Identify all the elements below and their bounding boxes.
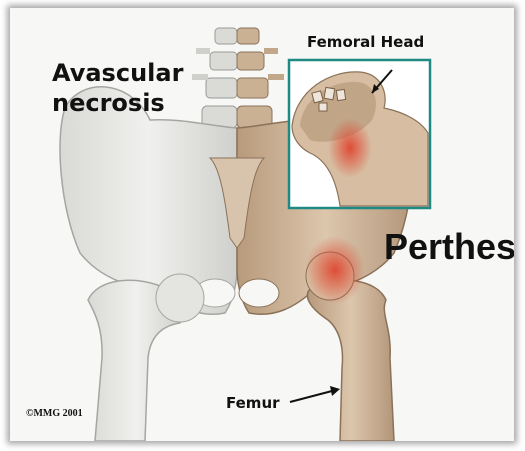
femoral-head-label: Femoral Head [307,33,424,51]
femur-arrow [290,391,332,402]
avascular-line-2: necrosis [52,88,183,118]
femur-label: Femur [226,394,280,412]
affected-area-highlight [305,236,365,304]
illustration-frame: Avascular necrosis Femoral Head Perthes … [10,8,514,441]
avascular-line-1: Avascular [52,58,183,88]
avascular-necrosis-label: Avascular necrosis [52,58,183,118]
perthes-label: Perthes [384,226,514,268]
spine [192,28,284,128]
right-femur [307,280,394,441]
copyright-text: ©MMG 2001 [26,408,83,419]
